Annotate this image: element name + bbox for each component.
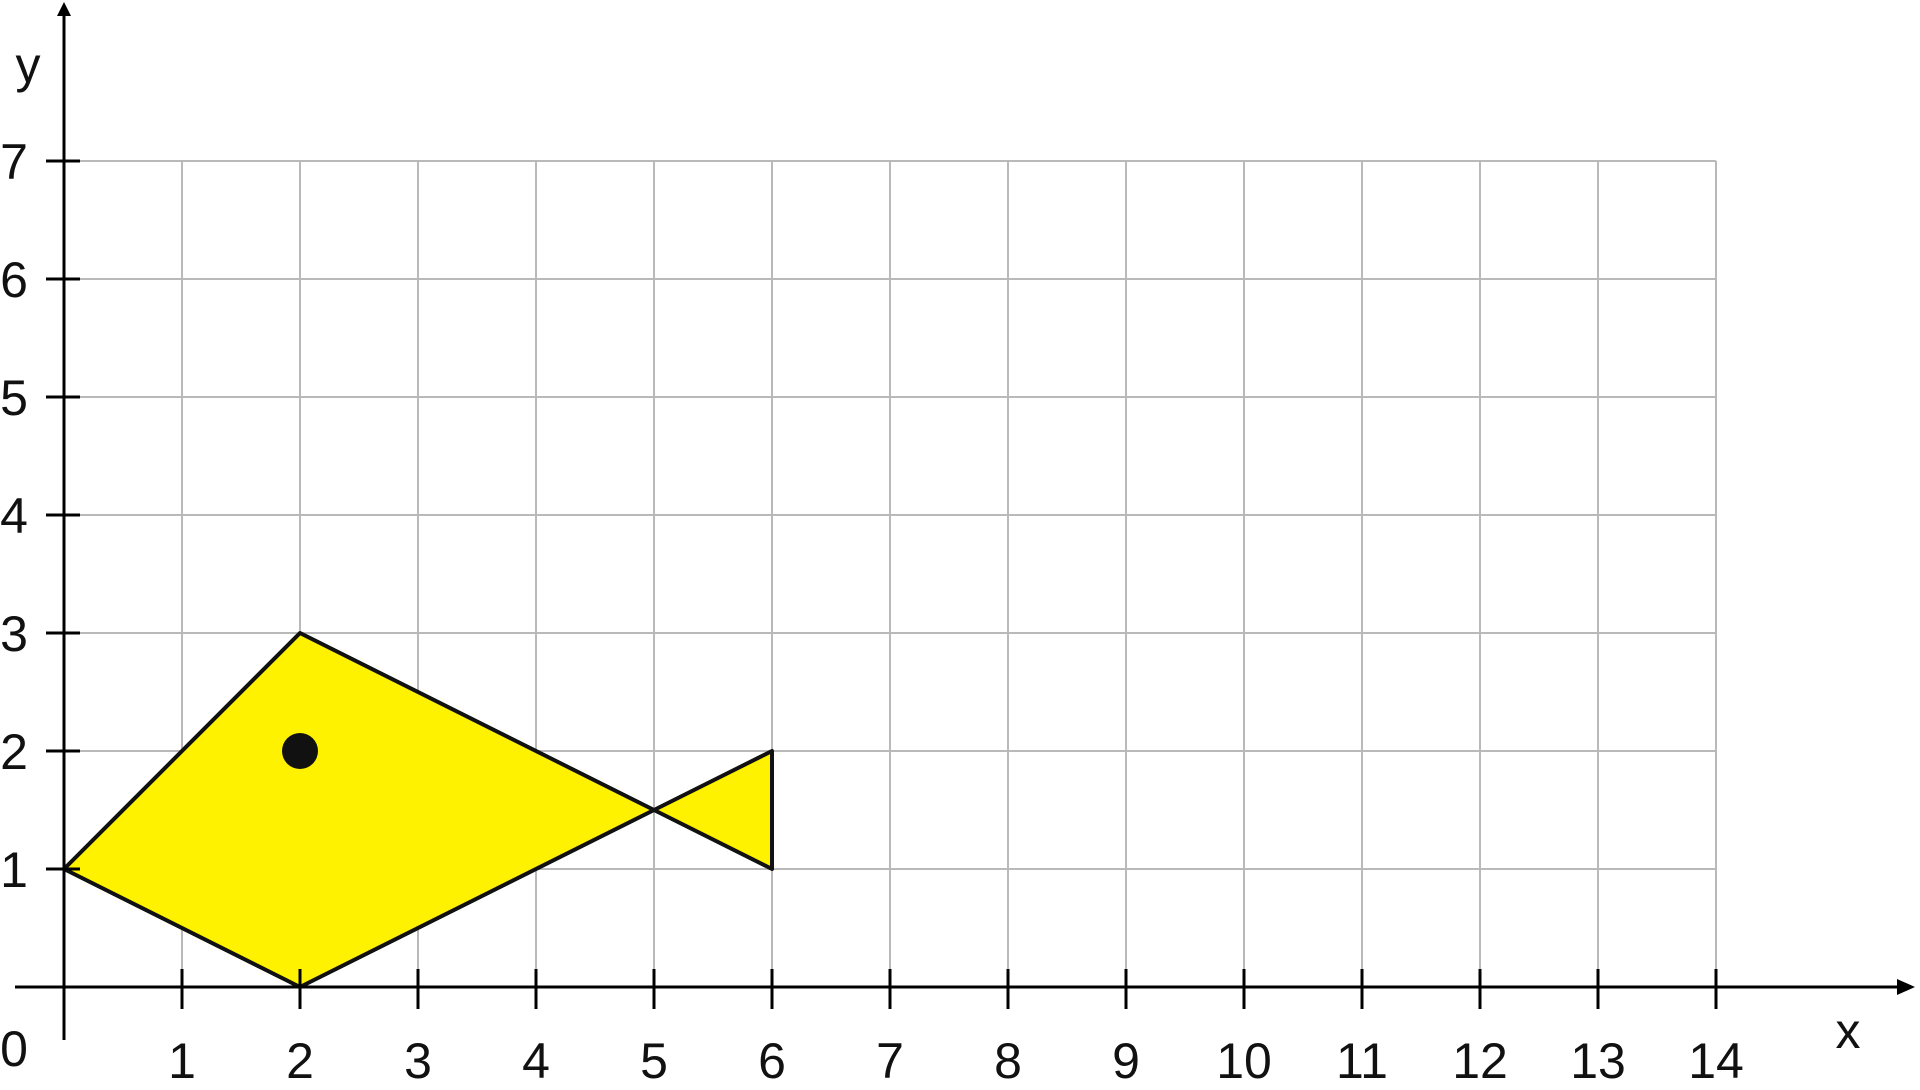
y-axis-label: y [16,37,41,93]
x-tick-label: 10 [1216,1033,1272,1089]
x-tick-label: 13 [1570,1033,1626,1089]
fish-eye [282,733,318,769]
x-tick-label: 3 [404,1033,432,1089]
x-tick-label: 8 [994,1033,1022,1089]
x-tick-label: 14 [1688,1033,1744,1089]
x-tick-label: 11 [1336,1033,1388,1089]
y-tick-label: 7 [0,134,28,190]
y-tick-label: 3 [0,606,28,662]
x-tick-label: 12 [1452,1033,1508,1089]
x-tick-label: 7 [876,1033,904,1089]
x-tick-label: 2 [286,1033,314,1089]
y-tick-label: 4 [0,488,28,544]
y-tick-label: 1 [0,842,28,898]
x-axis-arrow-icon [1897,979,1915,995]
ticks-layer [46,159,1718,1009]
fish-layer [62,631,774,989]
x-tick-label: 5 [640,1033,668,1089]
y-tick-label: 6 [0,252,28,308]
fish-tail [652,749,774,871]
y-tick-label: 2 [0,724,28,780]
x-tick-label: 9 [1112,1033,1140,1089]
origin-label: 0 [0,1021,28,1077]
x-tick-label: 6 [758,1033,786,1089]
y-axis-arrow-icon [57,2,71,16]
x-tick-label: 1 [168,1033,196,1089]
x-axis-label: x [1836,1003,1861,1059]
x-tick-label: 4 [522,1033,550,1089]
fish-body [62,631,656,989]
y-tick-label: 5 [0,370,28,426]
